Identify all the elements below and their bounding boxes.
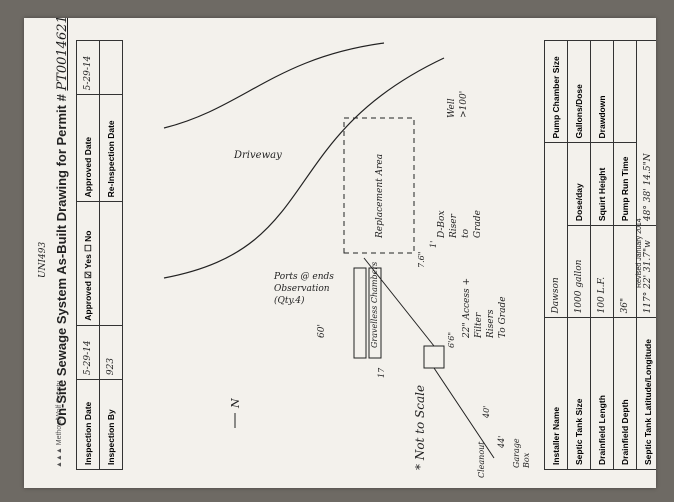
drainfield-length-label: Drainfield Length (590, 317, 614, 470)
drainfield-length-value: 100 L.F. (590, 225, 614, 318)
dbox-line4: Grade (473, 210, 483, 238)
checked-box-icon: ☑ (82, 271, 93, 279)
well-line1: Well (447, 98, 457, 118)
document-title: On-Site Sewage System As-Built Drawing f… (54, 18, 70, 426)
tank-size-label: Septic Tank Size (567, 317, 591, 470)
dim-60: 60' (317, 324, 327, 338)
access-line4: To Grade (498, 296, 508, 338)
drainfield-depth-value: 36" (613, 225, 637, 318)
blank-cell (99, 201, 123, 326)
dbox-line2: Riser (449, 213, 459, 239)
driveway-edge-1 (163, 42, 385, 129)
observation-line3: Ports @ ends (273, 272, 334, 282)
well-line2: >100' (459, 91, 469, 118)
pipe-to-dbox (363, 257, 435, 347)
garage-line1: Garage (512, 438, 521, 468)
installer-value: Dawson (544, 142, 568, 318)
permit-number: PT0014621 (55, 18, 70, 91)
approved-no: No (82, 230, 93, 242)
replacement-area (343, 117, 415, 254)
reinspection-value (99, 40, 123, 95)
driveway-label: Driveway (233, 150, 282, 161)
chamber-trench-1 (353, 267, 367, 359)
not-to-scale-note: * Not to Scale (413, 385, 427, 470)
latlong-label: Septic Tank Latitude/Longitude (636, 317, 656, 470)
document-frame: UNI493 ▲▲▲ Methow/Wolf County On-Site Se… (24, 18, 656, 488)
dim-7-6: 7.6" (417, 252, 426, 268)
approved-date-label: Approved Date (76, 94, 100, 202)
approved-cell: Approved ☑ Yes ☐ No (76, 201, 100, 326)
observation-line2: Observation (274, 284, 330, 294)
replacement-label: Replacement Area (375, 154, 385, 239)
north-arrow: N (229, 398, 242, 409)
dim-1: 1' (429, 241, 438, 248)
asbuilt-document: UNI493 ▲▲▲ Methow/Wolf County On-Site Se… (24, 18, 656, 488)
driveway-edge-2 (163, 57, 445, 279)
septic-tank (423, 345, 445, 369)
access-line1: 22" Access + (462, 278, 472, 339)
trees-icon: ▲▲▲ (56, 447, 63, 468)
chamber-trench-2 (368, 267, 382, 359)
observation-line1: (Qty.4) (274, 295, 305, 306)
approved-label: Approved (82, 281, 93, 321)
approved-yes: Yes (82, 254, 93, 269)
inspection-table: Inspection Date 5-29-14 Approved ☑ Yes ☐… (76, 40, 123, 470)
access-line3: Risers (486, 309, 496, 339)
drawdown-label: Drawdown (590, 40, 614, 143)
dbox-line1: D-Box (437, 210, 447, 239)
header-code: UNI493 (38, 241, 48, 278)
cleanout-label: Cleanout (477, 441, 486, 478)
inspection-by-value: 923 (99, 325, 123, 380)
squirt-label: Squirt Height (590, 142, 614, 226)
tank-size-value: 1000 gallon (567, 225, 591, 318)
chamber-label: Pump Chamber Size (544, 40, 568, 143)
reinspection-label: Re-Inspection Date (99, 94, 123, 202)
installer-label: Installer Name (544, 317, 568, 470)
gallons-label: Gallons/Dose (567, 40, 591, 143)
dbox-line3: to (461, 228, 471, 238)
dim-44: 44' (497, 436, 506, 449)
pipe-to-house (433, 367, 495, 459)
inspection-by-label: Inspection By (99, 379, 123, 470)
latitude-value: 48° 38' 14.5"N (636, 40, 656, 226)
approved-date-value: 5-29-14 (76, 40, 100, 95)
revised-note: Revised January 2014 (636, 218, 643, 288)
dose-label: Dose/day (567, 142, 591, 226)
inspection-date-value: 5-29-14 (76, 325, 100, 380)
pump-run-label: Pump Run Time (613, 142, 637, 226)
pump-run-value (613, 40, 637, 143)
chambers-label: Gravelless Chambers (370, 262, 379, 348)
inspection-date-label: Inspection Date (76, 379, 100, 470)
garage-line2: Box (522, 452, 531, 469)
drainfield-depth-label: Drainfield Depth (613, 317, 637, 470)
title-text: On-Site Sewage System As-Built Drawing f… (54, 94, 69, 426)
dim-17: 17 (377, 367, 386, 378)
access-line2: Filter (474, 312, 484, 339)
site-drawing: Driveway N (Qty.4) Observation Ports @ e… (163, 42, 531, 478)
dim-40: 40' (482, 406, 491, 419)
dim-6-6: 6'6" (447, 332, 456, 348)
unchecked-box-icon: ☐ (82, 244, 93, 252)
